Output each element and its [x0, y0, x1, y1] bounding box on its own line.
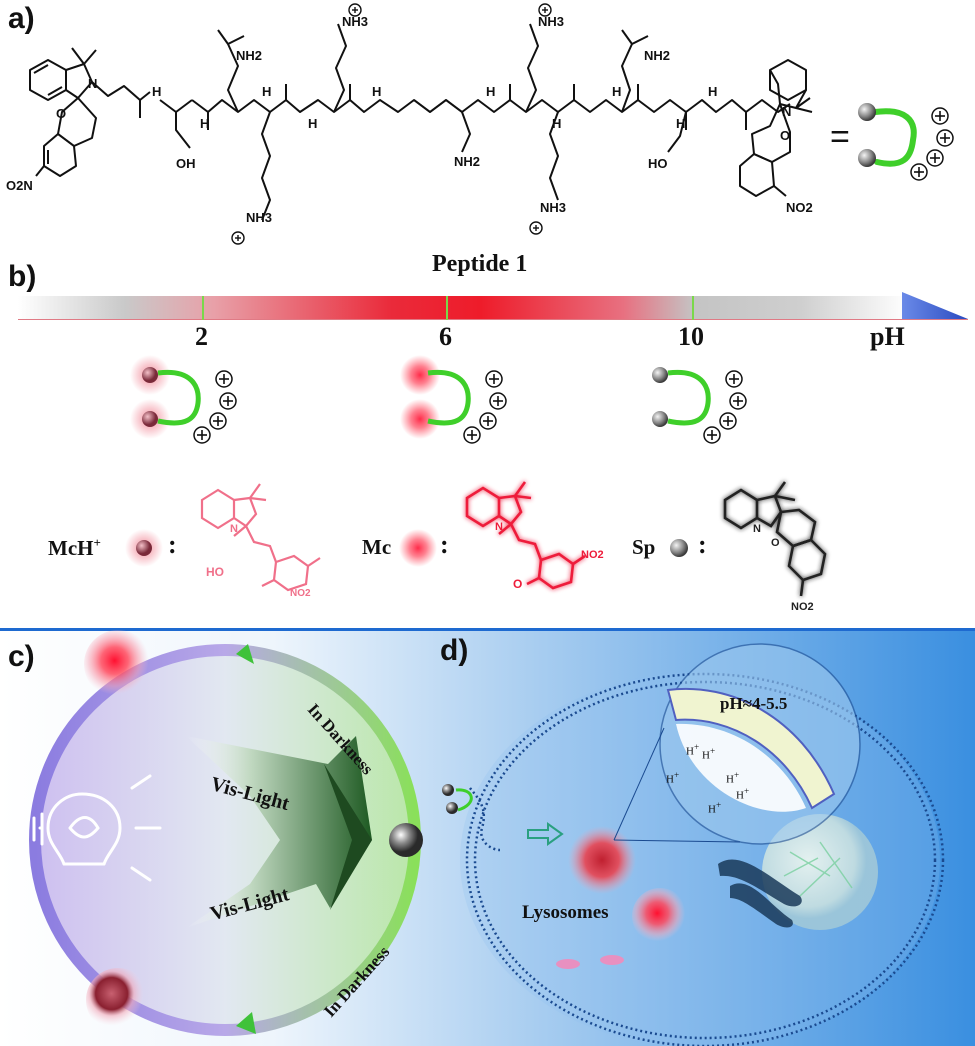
label-h-4: H [308, 116, 317, 131]
peptide-state-mc [400, 355, 507, 444]
label-oh: OH [176, 156, 196, 171]
label-nh3-3: NH3 [246, 210, 272, 225]
mc-no2-label: NO2 [581, 549, 604, 561]
proton-charge: + [693, 742, 700, 752]
species-label-mc: Mc [362, 535, 392, 559]
proton-1: H+ [686, 742, 699, 758]
mch-n-label: N [230, 523, 238, 535]
panels-cd-background [0, 628, 975, 1046]
panel-label-b: b) [8, 260, 37, 293]
species-charge-mch: + [93, 535, 101, 550]
label-h-2: H [200, 116, 209, 131]
sp-structure: N O NO2 [723, 481, 827, 613]
tick-mark-6 [446, 296, 448, 320]
label-nh2-1: NH2 [236, 48, 262, 63]
peptide-caption: Peptide 1 [432, 251, 528, 277]
mc-ball-icon [399, 529, 437, 567]
species-label-sp: Sp [632, 535, 656, 559]
label-h-10: H [708, 84, 717, 99]
proton-5: H+ [736, 786, 749, 802]
label-nh3-4: NH3 [540, 200, 566, 215]
label-n-right: N [782, 104, 791, 119]
tick-mark-10 [692, 296, 694, 320]
peptide-state-sp [652, 367, 747, 444]
proton-charge: + [733, 770, 740, 780]
proton-3: H+ [666, 770, 679, 786]
lysosome-ph-label: pH≈4-5.5 [720, 694, 788, 713]
label-h-3: H [262, 84, 271, 99]
peptide-state-mch [130, 355, 237, 444]
panel-label-c: c) [8, 640, 35, 673]
proton-charge: + [673, 770, 680, 780]
label-o-left: O [56, 106, 66, 121]
mc-n-label: N [495, 521, 503, 533]
label-h-8: H [612, 84, 621, 99]
panel-label-a: a) [8, 2, 35, 35]
lysosome-label: Lysosomes [522, 902, 609, 923]
mc-structure: N O NO2 [465, 481, 604, 591]
proton-charge: + [715, 800, 722, 810]
proton-6: H+ [708, 800, 721, 816]
equals-sign: = [830, 118, 850, 156]
label-ho: HO [648, 156, 668, 171]
ph-axis-line [18, 319, 968, 320]
label-no2: NO2 [786, 200, 813, 215]
mc-o-label: O [513, 577, 522, 591]
label-nh3-2: NH3 [538, 14, 564, 29]
proton-4: H+ [726, 770, 739, 786]
peptide-cartoon [858, 103, 954, 181]
label-nh2-2: NH2 [644, 48, 670, 63]
proton-h: H [702, 749, 710, 762]
ph-gradient-bar [18, 296, 908, 320]
label-h-5: H [372, 84, 381, 99]
mch-ho-label: HO [206, 565, 224, 579]
ph-axis-label: pH [870, 322, 905, 351]
tick-label-2: 2 [195, 322, 208, 351]
label-o-right: O [780, 128, 790, 143]
species-name-mch: McH [48, 536, 94, 560]
peptide-structure: NH2 NH2 NH2 NH3 NH3 NH3 NH3 OH HO O2N NO… [6, 3, 850, 245]
label-h-7: H [552, 116, 561, 131]
mch-structure: N HO NO2 [200, 483, 321, 599]
label-nh2-3: NH2 [454, 154, 480, 169]
ph-arrow-icon [902, 292, 968, 319]
colon-sp: : [698, 530, 707, 559]
colon-mch: : [168, 530, 177, 559]
mch-no2-label: NO2 [290, 588, 311, 599]
sp-n-label: N [753, 523, 761, 535]
colon-mc: : [440, 530, 449, 559]
label-n-left: N [88, 76, 97, 91]
panel-label-d: d) [440, 634, 469, 667]
label-h-9: H [676, 116, 685, 131]
sp-ball [858, 149, 876, 167]
tick-label-6: 6 [439, 322, 452, 351]
label-nh3-1: NH3 [342, 14, 368, 29]
label-o2n: O2N [6, 178, 33, 193]
label-h-1: H [152, 84, 161, 99]
proton-h: H [686, 745, 694, 758]
proton-h: H [736, 789, 744, 802]
tick-mark-2 [202, 296, 204, 320]
sp-ball [858, 103, 876, 121]
tick-label-10: 10 [678, 322, 704, 351]
label-h-6: H [486, 84, 495, 99]
species-label-mch: McH+ [48, 535, 101, 561]
proton-h: H [708, 803, 716, 816]
proton-charge: + [743, 786, 750, 796]
sp-o-label: O [771, 537, 780, 549]
proton-h: H [666, 773, 674, 786]
proton-2: H+ [702, 746, 715, 762]
mch-ball-icon [125, 529, 163, 567]
proton-charge: + [709, 746, 716, 756]
sp-no2-label: NO2 [791, 601, 814, 613]
sp-ball-icon [670, 539, 688, 557]
proton-h: H [726, 773, 734, 786]
